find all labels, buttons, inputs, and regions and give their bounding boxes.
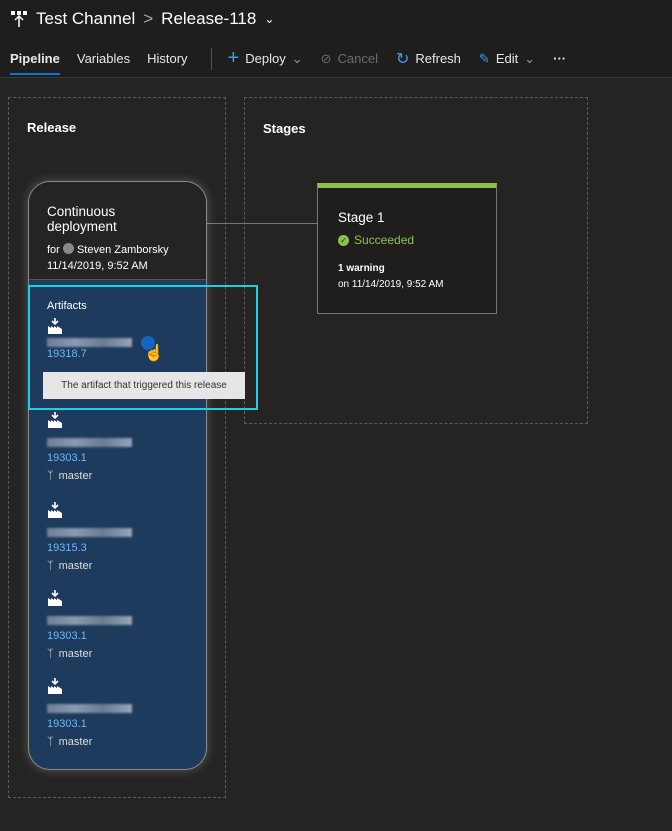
avatar [62, 243, 74, 254]
chevron-down-icon: ⌄ [524, 50, 536, 66]
artifact-item[interactable]: 19315.3 ᛉ master [47, 502, 132, 573]
artifact-item[interactable]: 19303.1 ᛉ master [47, 590, 132, 661]
stage-warnings[interactable]: 1 warning [338, 263, 385, 274]
trigger-type: Continuous deployment [47, 204, 117, 234]
breadcrumb-separator: > [143, 9, 154, 28]
branch-icon: ᛉ [47, 736, 54, 748]
tab-variables[interactable]: Variables [76, 51, 131, 66]
artifact-name-blurred [47, 616, 132, 625]
chevron-down-icon[interactable]: ⌄ [264, 12, 275, 26]
refresh-button[interactable]: ↻ Refresh [396, 49, 461, 77]
artifact-branch: master [58, 470, 93, 482]
stage-name: Stage 1 [338, 210, 385, 225]
artifacts-label: Artifacts [47, 300, 87, 312]
tab-pipeline[interactable]: Pipeline [10, 51, 60, 75]
hand-cursor-icon: ☝ [144, 345, 164, 362]
tooltip: The artifact that triggered this release [43, 372, 245, 399]
cancel-icon: ⊘ [320, 50, 332, 66]
artifact-item[interactable]: 19303.1 ᛉ master [47, 678, 132, 749]
branch-icon: ᛉ [47, 560, 54, 572]
artifact-branch: master [58, 648, 93, 660]
pencil-icon: ✎ [478, 50, 490, 66]
for-label: for [47, 244, 60, 256]
release-heading: Release [27, 120, 77, 135]
edit-button[interactable]: ✎ Edit ⌄ [479, 51, 535, 75]
artifact-name-blurred [47, 528, 132, 537]
refresh-icon: ↻ [395, 50, 410, 68]
breadcrumb: Test Channel > Release-118 ⌄ [10, 9, 274, 29]
artifact-item[interactable]: 19318.7 [47, 318, 132, 361]
stages-heading: Stages [263, 121, 306, 136]
artifact-version-link[interactable]: 19315.3 [47, 542, 87, 554]
artifact-name-blurred [47, 704, 132, 713]
plus-icon: + [227, 47, 240, 69]
success-check-icon: ✓ [338, 234, 349, 246]
release-pipeline-icon [11, 11, 27, 27]
cancel-label: Cancel [337, 51, 378, 66]
artifact-name-blurred [47, 438, 132, 447]
artifact-version-link[interactable]: 19318.7 [47, 348, 87, 360]
release-name[interactable]: Release-118 [161, 9, 257, 28]
trigger-badge-icon[interactable] [141, 336, 155, 350]
artifact-build-icon [48, 318, 62, 334]
release-date: 11/14/2019, 9:52 AM [47, 260, 148, 272]
artifact-version-link[interactable]: 19303.1 [47, 452, 87, 464]
connector-line [207, 223, 317, 224]
artifact-branch: master [58, 736, 93, 748]
artifact-build-icon [48, 678, 62, 694]
stages-section [244, 97, 588, 424]
artifact-branch: master [58, 560, 93, 572]
artifact-build-icon [48, 590, 62, 606]
top-bar: Test Channel > Release-118 ⌄ Pipeline Va… [0, 0, 672, 78]
artifact-version-link[interactable]: 19303.1 [47, 630, 87, 642]
branch-icon: ᛉ [47, 470, 54, 482]
stage-date: on 11/14/2019, 9:52 AM [338, 279, 444, 290]
release-card[interactable]: Continuous deployment for Steven Zambors… [28, 181, 207, 770]
artifact-item[interactable]: 19303.1 ᛉ master [47, 412, 132, 483]
deploy-label: Deploy [245, 51, 286, 66]
refresh-label: Refresh [415, 51, 461, 66]
edit-label: Edit [495, 51, 519, 66]
more-actions-button[interactable]: ··· [553, 51, 567, 66]
artifact-build-icon [48, 412, 62, 428]
highlight-box [28, 285, 258, 410]
branch-icon: ᛉ [47, 648, 54, 660]
artifact-build-icon [48, 502, 62, 518]
divider [210, 47, 212, 70]
tab-history[interactable]: History [147, 51, 188, 66]
chevron-down-icon: ⌄ [291, 50, 303, 66]
release-section [8, 97, 226, 798]
artifact-version-link[interactable]: 19303.1 [47, 718, 87, 730]
deploy-button[interactable]: + Deploy ⌄ [228, 47, 303, 78]
user-name: Steven Zamborsky [76, 244, 169, 256]
stage-status: Succeeded [354, 233, 415, 247]
stage-card[interactable]: Stage 1 ✓ Succeeded 1 warning on 11/14/2… [317, 183, 497, 314]
artifact-name-blurred [47, 338, 132, 347]
cancel-button[interactable]: ⊘ Cancel [321, 51, 378, 75]
pipeline-name-link[interactable]: Test Channel [36, 9, 136, 28]
